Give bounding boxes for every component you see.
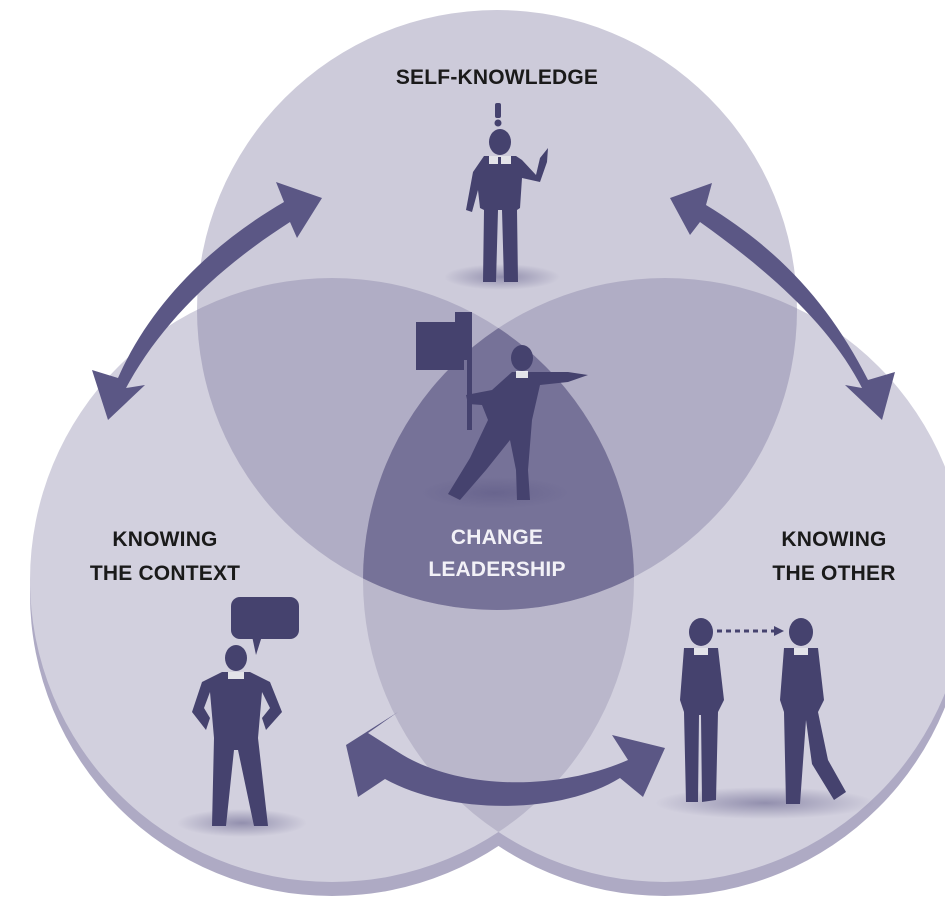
label-knowing-other-line1: KNOWING (781, 528, 886, 551)
leader-with-flag-pointing-icon (416, 312, 588, 500)
person-with-speech-bubble-icon (192, 597, 299, 826)
label-knowing-context-line1: KNOWING (112, 528, 217, 551)
label-self-knowledge: SELF-KNOWLEDGE (396, 66, 598, 89)
circle-top (197, 10, 797, 610)
two-people-dotted-arrow-icon (680, 618, 846, 804)
label-center-line2: LEADERSHIP (428, 558, 565, 581)
cycle-arrows (92, 182, 895, 806)
person-exclamation-pointing-icon (466, 103, 548, 282)
arrow-top-right (670, 183, 895, 420)
label-center-line1: CHANGE (451, 526, 543, 549)
arrow-bottom (346, 712, 665, 806)
arrow-top-left (92, 182, 322, 420)
label-knowing-context-line2: THE CONTEXT (90, 562, 240, 585)
label-knowing-other-line2: THE OTHER (772, 562, 895, 585)
